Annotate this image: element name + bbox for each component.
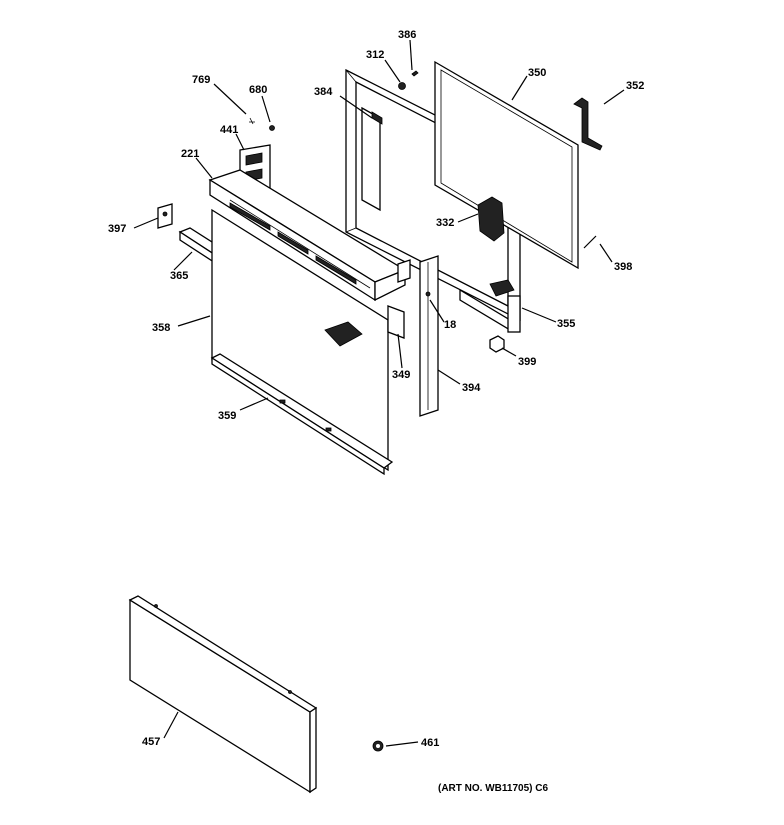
label-358: 358: [152, 322, 170, 334]
label-399: 399: [518, 356, 536, 368]
part-labels: 386 312 350 352 769 680 384 441 221 397 …: [108, 29, 644, 794]
label-397: 397: [108, 223, 126, 235]
drawer-panel: [128, 595, 318, 794]
screws-top: [398, 70, 419, 90]
label-221: 221: [181, 148, 199, 160]
label-769: 769: [192, 74, 210, 86]
label-461: 461: [421, 737, 439, 749]
label-359: 359: [218, 410, 236, 422]
label-355: 355: [557, 318, 575, 330]
door-glass-panel: [434, 60, 579, 270]
label-386: 386: [398, 29, 416, 41]
drawer-clip: [372, 740, 384, 752]
side-bracket-left: [157, 203, 173, 229]
label-350: 350: [528, 67, 546, 79]
label-18: 18: [444, 319, 456, 331]
spacer-plate: [387, 305, 405, 339]
label-312: 312: [366, 49, 384, 61]
label-352: 352: [626, 80, 644, 92]
screw-398: [583, 235, 597, 249]
vertical-rail: [397, 255, 439, 417]
art-number: (ART NO. WB11705) C6: [438, 783, 548, 794]
label-349: 349: [392, 369, 410, 381]
spacer-block: [489, 335, 505, 353]
label-457: 457: [142, 736, 160, 748]
label-398: 398: [614, 261, 632, 273]
label-365: 365: [170, 270, 188, 282]
door-bottom-trim: [210, 353, 394, 476]
label-384: 384: [314, 86, 333, 98]
label-332: 332: [436, 217, 454, 229]
hinge-assembly: [459, 196, 521, 333]
door-handle-piece: [573, 97, 603, 151]
leader-lines: [133, 39, 625, 747]
screws-left: [249, 117, 275, 131]
outer-door-panel: [211, 208, 389, 472]
label-441: 441: [220, 124, 238, 136]
label-394: 394: [462, 382, 481, 394]
label-680: 680: [249, 84, 267, 96]
